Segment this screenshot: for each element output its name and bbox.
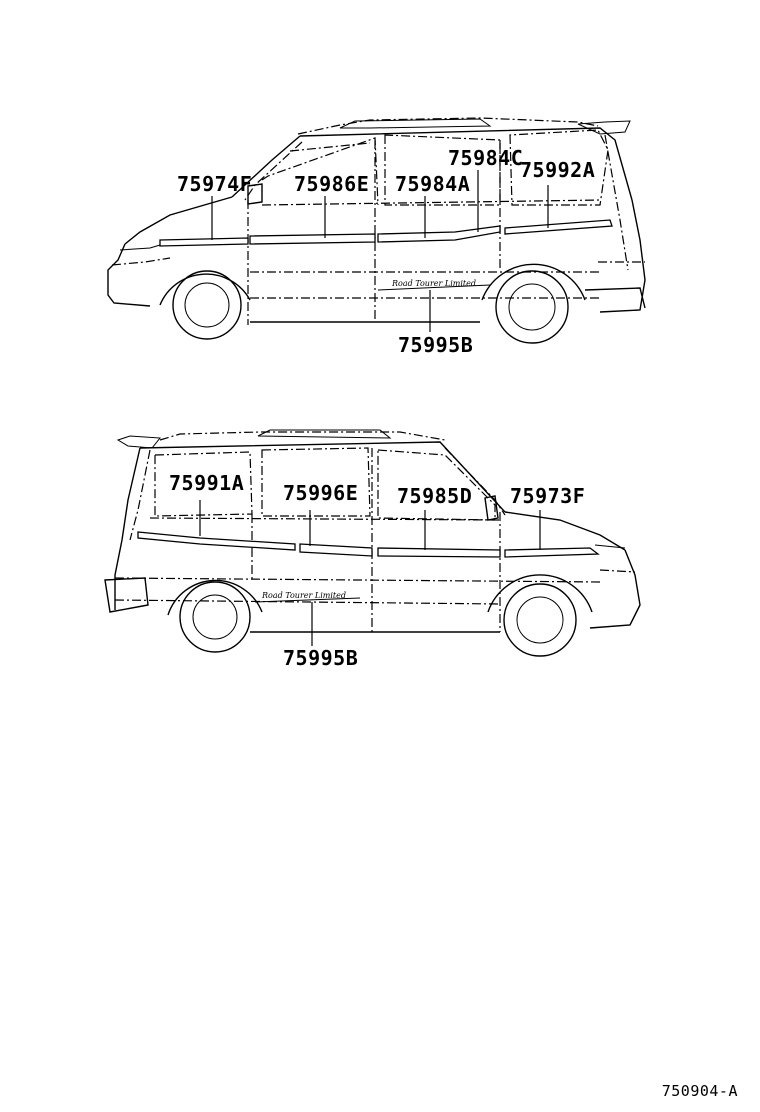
figure-id: 750904-A bbox=[661, 1082, 738, 1100]
part-label: 75996E bbox=[283, 481, 358, 505]
part-label: 75991A bbox=[169, 471, 244, 495]
part-label: 75974F bbox=[177, 172, 252, 196]
leader-lines-lower bbox=[199, 500, 541, 646]
leader-lines-upper bbox=[211, 170, 549, 332]
vehicle-left-side-view: Road Tourer Limited bbox=[107, 117, 646, 344]
part-label: 75984A bbox=[395, 172, 470, 196]
emblem-text-lower: Road Tourer Limited bbox=[261, 591, 346, 600]
part-label: 75984C bbox=[448, 146, 523, 170]
part-label: 75986E bbox=[294, 172, 369, 196]
part-label: 75973F bbox=[510, 484, 585, 508]
part-labels-lower: 75991A 75996E 75985D 75973F 75995B bbox=[169, 471, 585, 670]
part-label: 75985D bbox=[397, 484, 472, 508]
part-labels-upper: 75974F 75986E 75984A 75984C 75992A 75995… bbox=[177, 146, 595, 357]
emblem-text-upper: Road Tourer Limited bbox=[391, 279, 476, 288]
vehicle-right-side-view: Road Tourer Limited bbox=[104, 429, 641, 657]
part-label: 75995B bbox=[283, 646, 358, 670]
part-label: 75992A bbox=[520, 158, 595, 182]
part-label: 75995B bbox=[398, 333, 473, 357]
